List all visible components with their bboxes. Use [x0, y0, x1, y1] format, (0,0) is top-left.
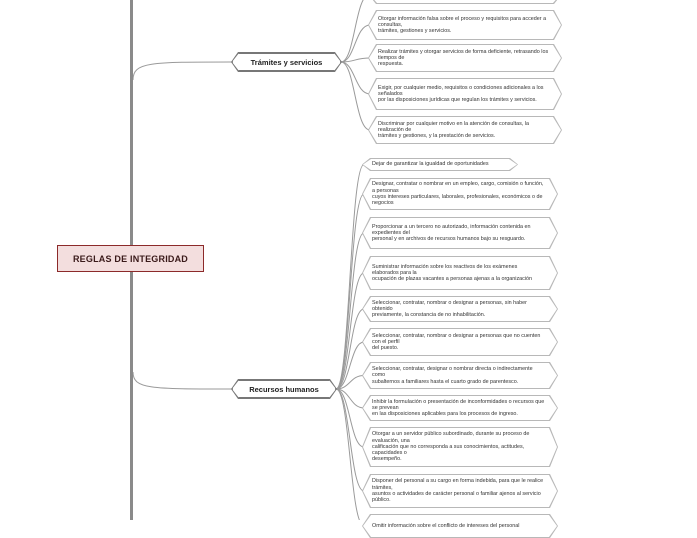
tramites-connector	[340, 24, 371, 63]
recursos-connector	[335, 388, 365, 492]
recursos-item-body: Disponer del personal a su cargo en form…	[363, 475, 557, 507]
recursos-item[interactable]: Seleccionar, contratar, nombrar o design…	[362, 296, 558, 322]
recursos-item-text: Inhibir la formulación o presentación de…	[372, 398, 545, 418]
category-tramites[interactable]: Trámites y servicios	[232, 53, 341, 71]
tramites-item-text: Exigir, por cualquier medio, requisitos …	[378, 84, 544, 104]
recursos-item-body: Omitir información sobre el conflicto de…	[363, 515, 557, 537]
recursos-item-body: Designar, contratar o nombrar en un empl…	[363, 179, 557, 209]
recursos-item-text: Seleccionar, contratar, nombrar o design…	[372, 299, 527, 319]
recursos-connector	[335, 341, 365, 390]
connector-trunk-recursos	[132, 371, 233, 390]
tramites-connector	[340, 61, 371, 95]
recursos-connector	[335, 272, 365, 390]
recursos-connector	[335, 193, 365, 390]
recursos-item-text: Seleccionar, contratar, designar o nombr…	[372, 366, 533, 385]
category-tramites-label: Trámites y servicios	[250, 57, 323, 67]
recursos-item[interactable]: Otorgar a un servidor público subordinad…	[362, 427, 558, 467]
connector-lines	[132, 0, 371, 520]
recursos-item[interactable]: Dejar de garantizar la igualdad de oport…	[362, 158, 518, 171]
category-recursos-label: Recursos humanos	[249, 384, 319, 394]
tramites-item-body: Desempeñar productos de atención a atenc…	[369, 0, 561, 3]
tramites-item[interactable]: Exigir, por cualquier medio, requisitos …	[368, 78, 562, 110]
recursos-item[interactable]: Seleccionar, contratar, designar o nombr…	[362, 362, 558, 389]
recursos-item[interactable]: Inhibir la formulación o presentación de…	[362, 395, 558, 421]
tramites-connector	[340, 0, 364, 63]
recursos-item-body: Suministrar información sobre los reacti…	[363, 257, 557, 289]
recursos-item-text: Dejar de garantizar la igualdad de oport…	[372, 161, 489, 168]
tramites-item-body: Exigir, por cualquier medio, requisitos …	[369, 79, 561, 109]
tramites-item[interactable]: Realizar trámites y otorgar servicios de…	[368, 44, 562, 72]
connector-trunk-tramites	[132, 61, 233, 81]
tramites-item-text: Realizar trámites y otorgar servicios de…	[378, 48, 549, 68]
recursos-item-text: Otorgar a un servidor público subordinad…	[372, 431, 530, 463]
tramites-item[interactable]: Desempeñar productos de atención a atenc…	[368, 0, 562, 4]
tramites-item-text: Discriminar por cualquier motivo en la a…	[378, 120, 530, 140]
tramites-connector	[340, 57, 371, 63]
recursos-item-text: Proporcionar a un tercero no autorizado,…	[372, 223, 531, 243]
recursos-item-body: Otorgar a un servidor público subordinad…	[363, 428, 557, 466]
tramites-item-body: Discriminar por cualquier motivo en la a…	[369, 117, 561, 143]
recursos-item-body: Proporcionar a un tercero no autorizado,…	[363, 218, 557, 248]
tramites-item[interactable]: Otorgar información falsa sobre el proce…	[368, 10, 562, 40]
recursos-connector	[335, 388, 365, 448]
recursos-item-text: Suministrar información sobre los reacti…	[372, 263, 533, 283]
recursos-connector	[335, 388, 361, 520]
recursos-item-body: Seleccionar, contratar, nombrar o design…	[363, 329, 557, 355]
tramites-item-body: Realizar trámites y otorgar servicios de…	[369, 45, 561, 71]
recursos-connector	[335, 308, 365, 390]
recursos-item-body: Dejar de garantizar la igualdad de oport…	[363, 159, 517, 170]
recursos-connector	[335, 232, 365, 390]
recursos-item[interactable]: Seleccionar, contratar, nombrar o design…	[362, 328, 558, 356]
recursos-item-text: Seleccionar, contratar, nombrar o design…	[372, 332, 541, 352]
recursos-item[interactable]: Omitir información sobre el conflicto de…	[362, 514, 558, 538]
recursos-item-text: Designar, contratar o nombrar en un empl…	[372, 181, 544, 207]
tramites-item[interactable]: Discriminar por cualquier motivo en la a…	[368, 116, 562, 144]
tramites-connector	[340, 61, 371, 131]
recursos-connector	[335, 375, 365, 390]
root-node[interactable]: REGLAS DE INTEGRIDAD	[57, 245, 204, 272]
recursos-item[interactable]: Proporcionar a un tercero no autorizado,…	[362, 217, 558, 249]
recursos-item[interactable]: Suministrar información sobre los reacti…	[362, 256, 558, 290]
tramites-item-body: Otorgar información falsa sobre el proce…	[369, 11, 561, 39]
tramites-item-text: Otorgar información falsa sobre el proce…	[378, 15, 547, 35]
recursos-item-body: Seleccionar, contratar, designar o nombr…	[363, 363, 557, 388]
recursos-item-text: Omitir información sobre el conflicto de…	[372, 522, 520, 529]
recursos-item-text: Disponer del personal a su cargo en form…	[372, 478, 544, 504]
category-recursos[interactable]: Recursos humanos	[232, 380, 336, 398]
recursos-item-body: Inhibir la formulación o presentación de…	[363, 396, 557, 420]
recursos-item[interactable]: Designar, contratar o nombrar en un empl…	[362, 178, 558, 210]
recursos-item[interactable]: Disponer del personal a su cargo en form…	[362, 474, 558, 508]
root-label: REGLAS DE INTEGRIDAD	[72, 253, 188, 264]
recursos-item-body: Seleccionar, contratar, nombrar o design…	[363, 297, 557, 321]
